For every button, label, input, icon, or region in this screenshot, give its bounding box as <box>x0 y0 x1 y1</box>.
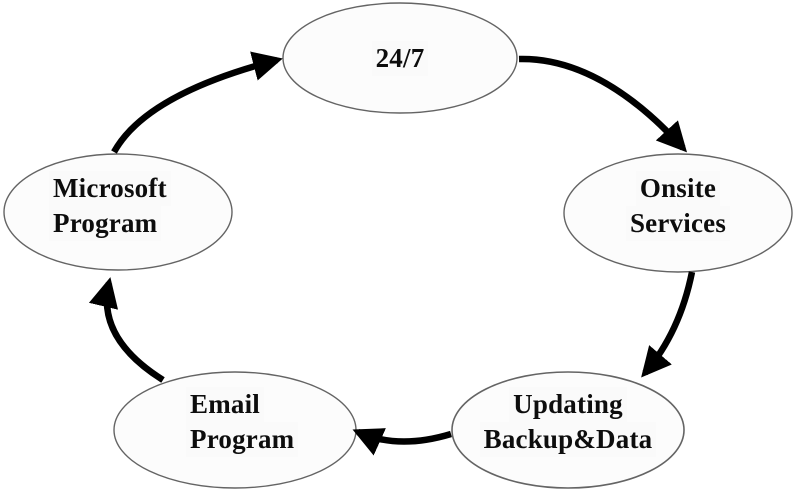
arrow-24-7-to-onsite-services <box>518 55 688 153</box>
node-ellipse-microsoft-program <box>3 153 233 271</box>
arrow-microsoft-program-to-24-7 <box>111 51 283 154</box>
node-ellipse-onsite-services <box>563 153 793 273</box>
node-ellipse-updating-backup-data <box>451 371 685 489</box>
arrow-onsite-services-to-updating-backup-data <box>641 271 696 378</box>
arrow-updating-backup-data-to-email-program <box>352 428 452 456</box>
node-ellipse-24-7 <box>282 2 518 114</box>
node-ellipse-email-program <box>113 371 357 489</box>
arrow-email-program-to-microsoft-program <box>88 277 165 383</box>
